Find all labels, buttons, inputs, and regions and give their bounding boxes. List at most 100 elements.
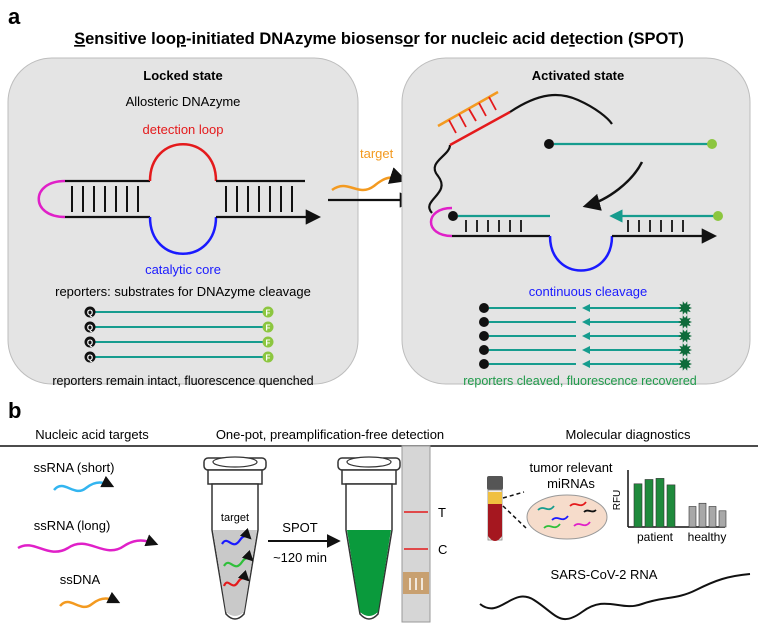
fluorophore-symbol: F: [266, 354, 271, 363]
quencher-dot: [479, 359, 489, 369]
fluorophore-burst-icon: [678, 301, 692, 315]
catalytic-core-label: catalytic core: [145, 262, 221, 277]
quencher-symbol: Q: [87, 354, 93, 363]
target-duplex-rungs: [448, 96, 497, 134]
fluorophore-symbol: F: [266, 324, 271, 333]
open-strand: [428, 144, 452, 214]
reporter-cleaved: [479, 329, 692, 343]
quencher-symbol: Q: [87, 309, 93, 318]
locked-state-panel: [7, 57, 359, 385]
target-label: target: [360, 146, 394, 161]
bar-healthy: [698, 502, 707, 528]
detection-loop-label: detection loop: [143, 122, 224, 137]
fluorophore-burst-icon: [678, 315, 692, 329]
ssrna-short-strand: [53, 475, 115, 493]
target-strand: [331, 167, 408, 192]
reporter-cleaved: [479, 343, 692, 357]
reporter-cleaved: [479, 301, 692, 315]
blood-tube-icon: [487, 476, 503, 541]
fluorophore-symbol: F: [266, 339, 271, 348]
bar-healthy: [718, 510, 727, 528]
bar-healthy: [688, 506, 697, 528]
quencher-dot: [479, 317, 489, 327]
fluorophore-symbol: F: [266, 309, 271, 318]
fluorophore-burst-icon: [678, 357, 692, 371]
ssdna-strand: [59, 591, 121, 609]
rfu-axis-label: RFU: [612, 490, 623, 511]
quencher-icon: [84, 306, 96, 318]
locked-dnazyme: [37, 143, 322, 255]
spot-label: SPOT: [282, 520, 317, 535]
bound-target: [437, 90, 499, 128]
fluorophore-icon: [262, 351, 274, 363]
fluorophore-icon: [262, 321, 274, 333]
rfu-bar-chart: [627, 470, 727, 528]
tumor-label-line2: miRNAs: [547, 476, 595, 491]
strip-c-label: C: [438, 542, 447, 557]
target-ssrna-long: ssRNA (long): [34, 518, 111, 533]
reporters-label: reporters: substrates for DNAzyme cleava…: [55, 284, 311, 299]
locked-heading: Locked state: [143, 68, 222, 83]
quencher-symbol: Q: [87, 324, 93, 333]
panel-b-letter: b: [8, 398, 21, 423]
stem-right-rungs: [225, 186, 293, 212]
quencher-dot: [479, 331, 489, 341]
fluorophore-icon: [262, 336, 274, 348]
quencher-icon: [84, 321, 96, 333]
target-ssdna: ssDNA: [60, 572, 101, 587]
detection-loop: [148, 143, 218, 182]
activated-dnazyme: [428, 90, 723, 272]
mirna-strands: [537, 501, 597, 529]
targets-header: Nucleic acid targets: [35, 427, 149, 442]
continuous-cleavage-label: continuous cleavage: [529, 284, 648, 299]
fluorophore-burst-icon: [678, 343, 692, 357]
activated-heading: Activated state: [532, 68, 624, 83]
tumor-label-line1: tumor relevant: [529, 460, 612, 475]
tube-before: [203, 456, 267, 620]
hairpin-loop-activated: [429, 206, 453, 238]
strip-t-label: T: [438, 505, 446, 520]
quencher-dot: [479, 345, 489, 355]
time-label: ~120 min: [273, 550, 327, 565]
locked-footer: reporters remain intact, fluorescence qu…: [52, 374, 313, 388]
healthy-label: healthy: [688, 530, 727, 544]
bar-patient: [633, 483, 643, 528]
tube-target-label: target: [221, 512, 249, 524]
bar-healthy: [708, 506, 717, 528]
ssrna-long-strand: [17, 534, 159, 553]
reporter-cleaved: [479, 315, 692, 329]
green-fluorescence-fill: [347, 530, 391, 616]
quencher-dot: [479, 303, 489, 313]
quencher-icon: [84, 351, 96, 363]
reporter-cleaved: [479, 357, 692, 371]
fluorophore-icon: [262, 306, 274, 318]
stem-left-rungs: [71, 186, 139, 212]
fluorophore-burst-icon: [678, 329, 692, 343]
bar-patient: [655, 478, 665, 528]
activated-state-panel: [401, 57, 751, 385]
lateral-flow-strip: [401, 445, 431, 623]
activated-footer: reporters cleaved, fluorescence recovere…: [463, 374, 697, 388]
quencher-dot: [448, 211, 458, 221]
diagnostics-header: Molecular diagnostics: [565, 427, 691, 442]
allosteric-label: Allosteric DNAzyme: [126, 94, 241, 109]
fluorophore-dot: [713, 211, 723, 221]
hairpin-loop: [37, 179, 66, 219]
patient-label: patient: [637, 530, 674, 544]
catalytic-core-activated: [548, 235, 614, 272]
bar-patient: [644, 479, 654, 528]
quencher-symbol: Q: [87, 339, 93, 348]
detection-header: One-pot, preamplification-free detection: [216, 427, 444, 442]
panel-a-title: Sensitive loop-initiated DNAzyme biosens…: [74, 30, 684, 48]
quencher-icon: [84, 336, 96, 348]
bar-patient: [666, 484, 676, 528]
panel-a-letter: a: [8, 4, 21, 29]
target-ssrna-short: ssRNA (short): [34, 460, 115, 475]
sars-label: SARS-CoV-2 RNA: [551, 567, 658, 582]
